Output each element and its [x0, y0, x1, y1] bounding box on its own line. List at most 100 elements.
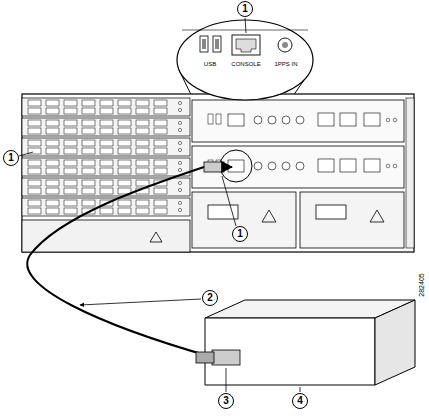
ethernet-port	[118, 160, 131, 166]
console-port	[232, 35, 260, 55]
ethernet-port	[64, 168, 77, 174]
console-cable	[27, 167, 212, 357]
status-led	[178, 168, 181, 171]
usb-port	[216, 114, 221, 124]
ethernet-port	[118, 128, 131, 134]
callout-circle	[219, 394, 234, 409]
ethernet-port	[46, 128, 59, 134]
status-led	[178, 161, 181, 164]
module-card	[22, 138, 190, 156]
db9-connector	[212, 350, 240, 365]
ethernet-port	[154, 168, 167, 174]
ethernet-port	[64, 120, 77, 126]
callout-circle	[233, 227, 248, 242]
ethernet-port	[100, 208, 113, 214]
usb-port	[202, 39, 206, 49]
ethernet-port	[28, 180, 41, 186]
ethernet-port	[154, 100, 167, 106]
ethernet-port	[154, 208, 167, 214]
console-port	[236, 39, 256, 52]
ethernet-port	[64, 188, 77, 194]
ethernet-port	[154, 128, 167, 134]
ethernet-port	[28, 200, 41, 206]
ethernet-port	[118, 180, 131, 186]
status-led	[178, 188, 181, 191]
chassis	[22, 94, 414, 252]
blank-panel	[22, 220, 190, 252]
usb-port	[213, 36, 221, 52]
status-led	[178, 148, 181, 151]
ethernet-port	[28, 108, 41, 114]
ethernet-port	[64, 128, 77, 134]
ethernet-port	[100, 180, 113, 186]
ethernet-port	[136, 140, 149, 146]
leader-line	[222, 176, 236, 226]
callout-circle	[293, 394, 308, 409]
ethernet-port	[28, 208, 41, 214]
ethernet-port	[82, 148, 95, 154]
ethernet-port	[154, 188, 167, 194]
route-processor-cards	[192, 100, 404, 188]
coax-jack	[254, 162, 262, 170]
ethernet-port	[46, 160, 59, 166]
ethernet-port	[28, 140, 41, 146]
ethernet-port	[82, 120, 95, 126]
coax-jack	[268, 116, 276, 124]
insert-arrow	[225, 166, 232, 168]
port-label: CONSOLE	[231, 61, 260, 67]
status-led	[178, 201, 181, 204]
terminal-side	[375, 300, 415, 385]
leader-line	[226, 368, 227, 392]
ethernet-port	[100, 168, 113, 174]
ethernet-port	[100, 148, 113, 154]
ethernet-port	[136, 128, 149, 134]
ethernet-port	[154, 108, 167, 114]
ethernet-port	[136, 168, 149, 174]
ethernet-port	[82, 140, 95, 146]
network-port	[318, 159, 334, 172]
status-led	[386, 164, 390, 168]
ethernet-port	[136, 100, 149, 106]
ethernet-port	[118, 200, 131, 206]
ethernet-port	[28, 168, 41, 174]
leader-line	[300, 387, 301, 392]
status-led	[178, 128, 181, 131]
ethernet-port	[46, 188, 59, 194]
leader-line	[19, 152, 33, 156]
ethernet-port	[136, 108, 149, 114]
status-led	[178, 141, 181, 144]
ethernet-port	[64, 200, 77, 206]
ethernet-port	[118, 148, 131, 154]
ethernet-port	[100, 160, 113, 166]
ethernet-port	[154, 140, 167, 146]
ethernet-port	[64, 140, 77, 146]
ethernet-port	[46, 208, 59, 214]
magnifier-circle	[220, 150, 252, 182]
module-card	[22, 158, 190, 176]
ethernet-port	[100, 188, 113, 194]
network-port	[364, 113, 380, 126]
ethernet-port	[64, 208, 77, 214]
pps-jack	[282, 42, 288, 48]
ethernet-port	[118, 140, 131, 146]
ethernet-port	[64, 180, 77, 186]
power-supply	[192, 192, 296, 248]
ethernet-port	[136, 160, 149, 166]
ethernet-port	[136, 148, 149, 154]
ethernet-port	[100, 140, 113, 146]
ethernet-port	[82, 168, 95, 174]
status-led	[178, 181, 181, 184]
ethernet-port	[46, 168, 59, 174]
ethernet-port	[118, 208, 131, 214]
ethernet-port	[82, 188, 95, 194]
ethernet-port	[82, 200, 95, 206]
ethernet-port	[118, 108, 131, 114]
warning-symbol	[150, 232, 162, 242]
ethernet-port	[136, 200, 149, 206]
console-plug	[204, 162, 224, 172]
callout-number: 4	[297, 396, 303, 406]
ethernet-port	[46, 108, 59, 114]
port-label: USB	[204, 61, 216, 67]
ethernet-port	[46, 100, 59, 106]
callout-circle	[203, 291, 218, 306]
